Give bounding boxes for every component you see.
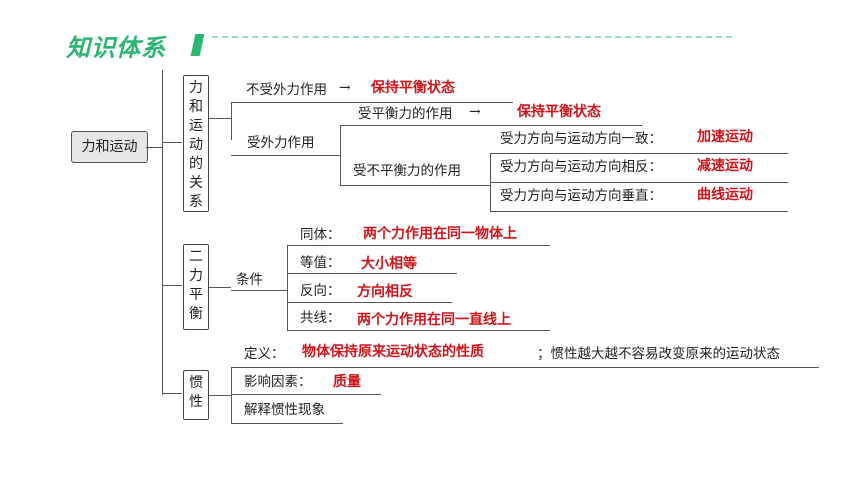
balanced-label: 受平衡力的作用 (358, 106, 453, 122)
explain-label: 解释惯性现象 (244, 402, 325, 418)
root-connector (146, 147, 162, 148)
case-label: 受力方向与运动方向垂直： (500, 188, 662, 204)
balance-item-label: 同体： (300, 227, 341, 243)
definition-underline (231, 367, 819, 368)
relation-char: 的 (189, 156, 203, 172)
condition-underline (231, 290, 287, 291)
with-force-connector (324, 155, 340, 156)
inertia-char: 惯 (189, 375, 203, 391)
balance-char: 衡 (189, 306, 203, 322)
balance-item-underline (287, 302, 452, 303)
explain-underline (231, 423, 343, 424)
branch-inertia (162, 393, 182, 394)
balance-item-label: 反向： (300, 283, 341, 299)
relation-box: 力 和 运 动 的 关 系 (183, 75, 209, 212)
section-title: 知识体系 (66, 34, 166, 62)
case-answer: 加速运动 (697, 129, 753, 145)
balance-connector (209, 287, 231, 288)
case-label: 受力方向与运动方向一致： (500, 131, 662, 147)
balance-char: 力 (189, 268, 203, 284)
case-underline (490, 211, 788, 212)
no-force-answer: 保持平衡状态 (371, 80, 455, 96)
balance-item-answer: 两个力作用在同一直线上 (357, 312, 511, 328)
balanced-underline (340, 125, 642, 126)
balance-item-label: 等值： (300, 255, 341, 271)
definition-label: 定义： (244, 346, 285, 362)
balance-item-answer: 两个力作用在同一物体上 (363, 226, 517, 242)
condition-fork (287, 245, 288, 330)
definition-answer: 物体保持原来运动状态的性质 (302, 344, 484, 360)
condition-label: 条件 (236, 272, 263, 288)
case-underline (490, 182, 788, 183)
balance-item-underline (287, 330, 550, 331)
relation-connector (209, 118, 231, 119)
case-answer: 减速运动 (697, 158, 753, 174)
title-accent-bar (190, 34, 205, 56)
case-label: 受力方向与运动方向相反： (500, 159, 662, 175)
factor-label: 影响因素： (244, 374, 312, 390)
unbalanced-underline (340, 185, 490, 186)
balance-box: 二 力 平 衡 (183, 244, 209, 330)
no-force-underline (231, 102, 513, 103)
balanced-answer: 保持平衡状态 (517, 104, 601, 120)
case-answer: 曲线运动 (697, 187, 753, 203)
main-spine (162, 70, 163, 395)
with-force-underline (231, 155, 324, 156)
balance-item-answer: 大小相等 (361, 256, 417, 272)
relation-char: 力 (189, 80, 203, 96)
no-force-label: 不受外力作用 (246, 82, 327, 98)
relation-char: 动 (189, 137, 203, 153)
definition-tail: ；惯性越大越不容易改变原来的运动状态 (537, 346, 780, 362)
balance-item-label: 共线： (300, 310, 341, 326)
branch-balance (162, 285, 182, 286)
root-node: 力和运动 (71, 131, 148, 163)
relation-char: 系 (189, 194, 203, 210)
balance-item-underline (287, 273, 457, 274)
inertia-fork (231, 367, 232, 423)
case-underline (490, 153, 788, 154)
balance-char: 二 (189, 249, 203, 265)
factor-underline (231, 394, 381, 395)
factor-answer: 质量 (333, 374, 361, 390)
relation-char: 关 (189, 175, 203, 191)
inertia-connector (209, 395, 231, 396)
relation-char: 和 (189, 99, 203, 115)
balance-item-underline (287, 245, 550, 246)
relation-fork (231, 102, 232, 140)
arrow-right-icon: → (469, 104, 481, 120)
balance-item-answer: 方向相反 (357, 284, 413, 300)
relation-char: 运 (189, 118, 203, 134)
arrow-right-icon: → (339, 80, 351, 96)
unbalanced-label: 受不平衡力的作用 (353, 163, 461, 179)
with-force-fork (340, 125, 341, 185)
with-force-label: 受外力作用 (247, 135, 315, 151)
title-divider (212, 36, 732, 38)
inertia-char: 性 (189, 394, 203, 410)
inertia-box: 惯 性 (183, 370, 209, 420)
branch-relation (162, 142, 182, 143)
balance-char: 平 (189, 287, 203, 303)
